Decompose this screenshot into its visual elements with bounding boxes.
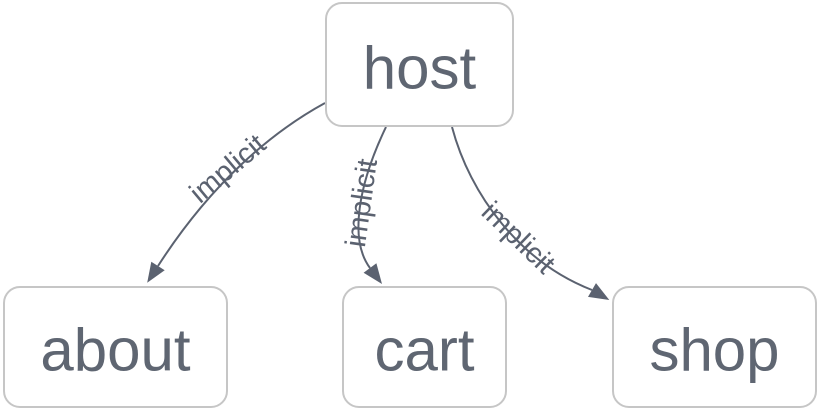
node-box-about (3, 286, 228, 408)
node-box-shop (612, 286, 817, 408)
arrowhead-icon (363, 263, 382, 284)
node-label-host: host (363, 35, 477, 102)
edge-line-host-about (157, 102, 326, 267)
node-host: host (325, 2, 514, 127)
edge-host-about: implicit (147, 102, 326, 283)
arrowhead-icon (588, 283, 610, 300)
edge-host-shop: implicit (451, 126, 610, 300)
node-cart: cart (342, 286, 507, 408)
node-shop: shop (612, 286, 817, 408)
edge-label-host-shop: implicit (475, 196, 561, 281)
edge-label-host-about: implicit (184, 128, 272, 209)
edge-host-cart: implicit (340, 126, 387, 284)
edge-label-host-cart: implicit (340, 157, 384, 249)
node-label-cart: cart (374, 317, 474, 384)
node-box-host (325, 2, 514, 127)
node-label-about: about (40, 317, 190, 384)
node-label-shop: shop (649, 317, 779, 384)
node-box-cart (342, 286, 507, 408)
node-about: about (3, 286, 228, 408)
edge-line-host-cart (357, 126, 387, 269)
arrowhead-icon (147, 261, 165, 283)
edge-line-host-shop (451, 126, 593, 291)
